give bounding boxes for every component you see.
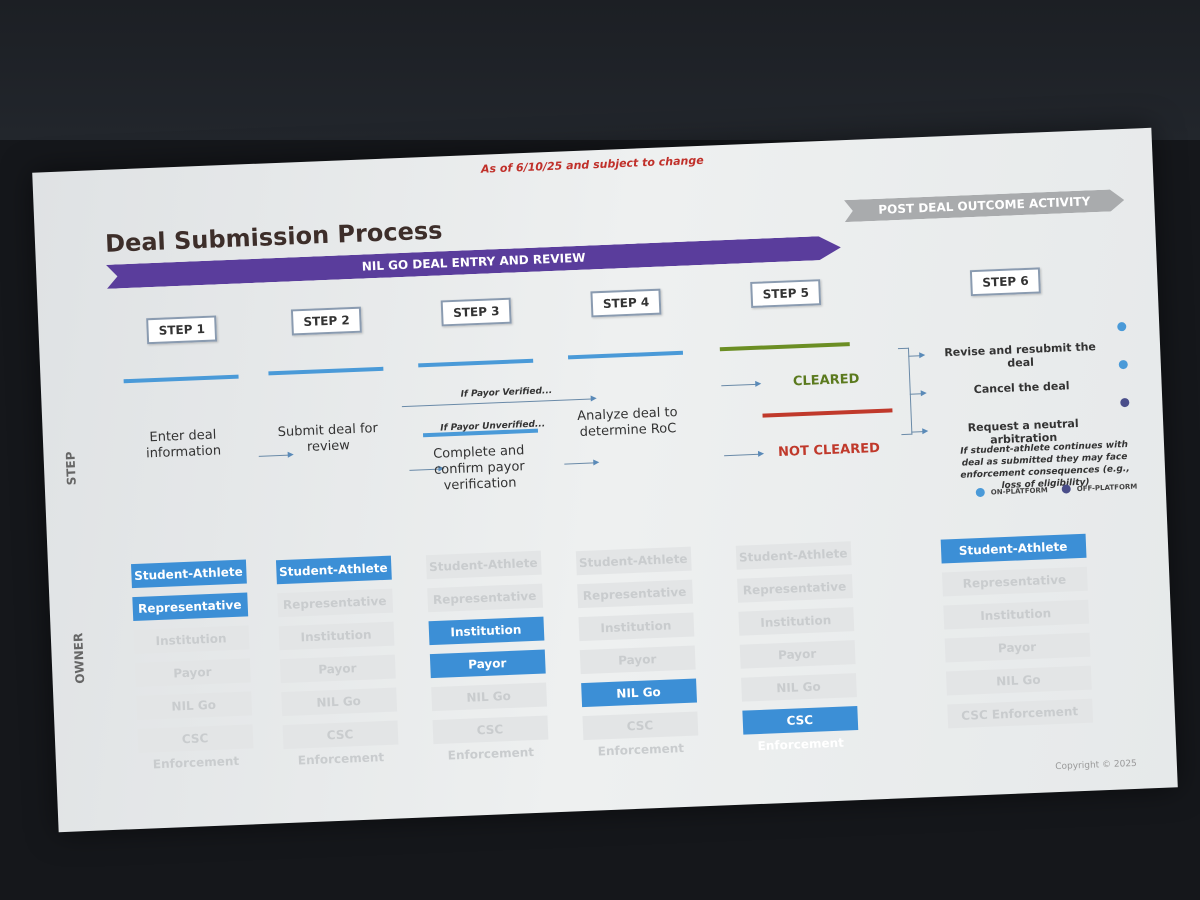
owner-tag-step3-representative: Representative — [426, 583, 543, 613]
owner-tag-step5-institution: Institution — [737, 607, 854, 636]
owner-tag-step3-nil-go: NIL Go — [430, 682, 547, 712]
owner-tag-step2-representative: Representative — [276, 588, 393, 617]
step-text-3: Complete and confirm payor verification — [432, 443, 526, 494]
owner-tag-step5-payor: Payor — [739, 640, 856, 669]
owner-tag-step3-student-athlete: Student-Athlete — [425, 550, 542, 580]
cleared-text: CLEARED — [792, 371, 860, 390]
copyright: Copyright © 2025 — [1055, 758, 1138, 773]
step-bar-1 — [123, 374, 239, 384]
background-wall — [0, 0, 1200, 140]
step-row-label: STEP — [63, 451, 79, 486]
owner-tag-step3-payor: Payor — [429, 649, 546, 679]
step-bar-4 — [567, 350, 683, 360]
step-label-1: STEP 1 — [146, 315, 218, 345]
owner-tag-step5-student-athlete: Student-Athlete — [735, 541, 852, 570]
outcome-bracket — [897, 347, 913, 436]
not-cleared-outcome: NOT CLEARED — [764, 440, 895, 461]
owner-tag-step5-csc-enforcement: CSC Enforcement — [741, 706, 858, 753]
owner-tag-step1-csc-enforcement: CSC Enforcement — [137, 724, 253, 771]
owner-tag-step2-csc-enforcement: CSC Enforcement — [282, 720, 398, 767]
owner-tag-step5-representative: Representative — [736, 574, 853, 603]
legend-on-label: ON-PLATFORM — [990, 485, 1048, 497]
slide-title: Deal Submission Process — [104, 216, 443, 258]
step6-option-1: Revise and resubmit the deal — [944, 340, 1097, 370]
owner-tag-step2-payor: Payor — [279, 654, 396, 683]
owner-tag-step4-representative: Representative — [576, 579, 693, 608]
step-label-4: STEP 4 — [590, 288, 662, 318]
off-platform-dot-icon — [1061, 484, 1071, 494]
owner-tag-step1-representative: Representative — [131, 592, 248, 622]
on-platform-dot-icon — [975, 487, 985, 498]
owner-tag-step6-payor: Payor — [944, 632, 1090, 662]
owner-tag-step4-payor: Payor — [579, 645, 696, 674]
step-text-2: Submit deal for review — [277, 421, 379, 455]
step-text-4: Analyze deal to determine RoC — [576, 405, 678, 440]
not-cleared-text: NOT CLEARED — [777, 440, 881, 461]
owner-tag-step6-institution: Institution — [942, 599, 1089, 630]
step-label-2: STEP 2 — [290, 306, 363, 336]
step-text-1: Enter deal information — [145, 427, 222, 462]
owner-tag-step5-nil-go: NIL Go — [740, 673, 857, 702]
as-of-note: As of 6/10/25 and subject to change — [480, 153, 704, 176]
owner-tag-step6-csc-enforcement: CSC Enforcement — [946, 698, 1093, 728]
option-arrow-3 — [911, 431, 924, 433]
owner-tag-step2-institution: Institution — [278, 621, 394, 650]
arrow-3-4 — [564, 462, 595, 465]
cleared-outcome: CLEARED — [761, 370, 892, 391]
owner-tag-step6-nil-go: NIL Go — [945, 665, 1092, 695]
step-bar-5 — [719, 342, 850, 352]
step-label-3: STEP 3 — [440, 297, 513, 327]
owner-tag-step4-csc-enforcement: CSC Enforcement — [581, 711, 698, 758]
on-platform-dot-icon — [1117, 321, 1127, 332]
owner-tag-step4-nil-go: NIL Go — [580, 678, 697, 707]
option-arrow-2 — [909, 393, 922, 395]
owner-tag-step1-nil-go: NIL Go — [135, 691, 252, 720]
owner-tag-step2-nil-go: NIL Go — [280, 687, 397, 716]
not-cleared-bar — [762, 408, 893, 418]
owner-tag-step1-payor: Payor — [134, 658, 251, 688]
step-bar-2 — [267, 366, 383, 376]
owner-tag-step1-institution: Institution — [133, 625, 250, 655]
step-label-6: STEP 6 — [969, 267, 1042, 297]
post-outcome-banner: POST DEAL OUTCOME ACTIVITY — [844, 189, 1125, 222]
off-platform-dot-icon — [1120, 397, 1130, 408]
owner-tag-step3-csc-enforcement: CSC Enforcement — [431, 715, 548, 763]
projected-slide: As of 6/10/25 and subject to change Deal… — [32, 127, 1178, 833]
step6-option-2: Cancel the deal — [973, 379, 1070, 397]
owner-tag-step6-student-athlete: Student-Athlete — [940, 533, 1086, 564]
owner-tag-step6-representative: Representative — [941, 566, 1088, 597]
owner-row-label: OWNER — [71, 632, 88, 684]
option-arrow-1 — [908, 355, 921, 357]
step-bar-3 — [417, 358, 533, 368]
legend-off-label: OFF-PLATFORM — [1076, 482, 1138, 493]
step-label-5: STEP 5 — [750, 279, 822, 308]
not-cleared-arrow — [724, 453, 760, 457]
on-platform-dot-icon — [1118, 359, 1128, 370]
owner-tag-step3-institution: Institution — [428, 616, 544, 646]
owner-tag-step4-institution: Institution — [577, 612, 694, 641]
owner-tag-step1-student-athlete: Student-Athlete — [130, 559, 247, 589]
owner-tag-step4-student-athlete: Student-Athlete — [575, 546, 692, 575]
owner-tag-step2-student-athlete: Student-Athlete — [275, 555, 392, 584]
cleared-arrow — [721, 383, 757, 387]
